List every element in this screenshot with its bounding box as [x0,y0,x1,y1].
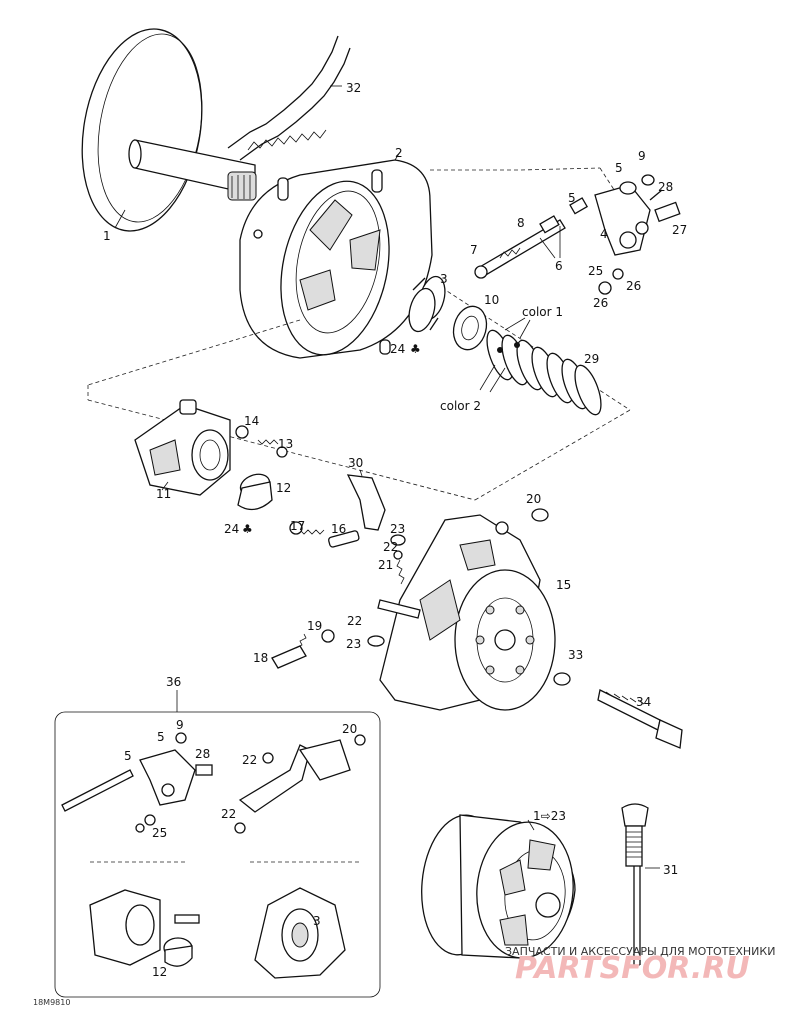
label-part-15: 15 [556,578,571,592]
kit-label-5-top: 5 [157,730,165,744]
spring-part-29 [479,317,602,416]
screw-part-13 [257,439,288,458]
washer-part-10 [452,305,488,351]
label-part-5-top: 5 [615,161,623,175]
washer-part-20 [531,508,549,522]
cam-strip-part-32 [227,35,351,161]
washer-part-14 [235,425,249,439]
label-new-housing: 1⇨23 [533,809,566,823]
label-color-2: color 2 [440,399,481,413]
label-part-3: 3 [440,272,448,286]
kit-label-25: 25 [152,826,167,840]
label-part-22-lower: 22 [347,614,362,628]
kit-label-22-top: 22 [242,753,257,767]
label-part-13: 13 [278,437,293,451]
bolt-part-31 [621,803,660,966]
kit-label-28: 28 [195,747,210,761]
label-part-6: 6 [555,259,563,273]
label-part-32: 32 [346,81,361,95]
label-part-29: 29 [584,352,599,366]
label-color-1: color 1 [522,305,563,319]
clip-part-23-upper [390,534,406,546]
label-part-22-upper: 22 [383,540,398,554]
label-part-18: 18 [253,651,268,665]
symbol-24-upper: ♣ [410,342,421,356]
label-part-16: 16 [331,522,346,536]
bushing-part-3 [408,275,446,333]
symbol-24-lower: ♣ [242,522,253,536]
bolt-part-18 [271,633,307,669]
spider-part-15 [377,514,556,711]
kit-label-9: 9 [176,718,184,732]
kit-roller-arm [61,732,213,833]
drawing-code: 18M9810 [33,998,70,1007]
label-part-14: 14 [244,414,259,428]
label-part-24-upper: 24 [390,342,405,356]
label-part-7: 7 [470,243,478,257]
fixed-sheave-part-1 [81,28,257,232]
bolt-part-34 [597,689,683,749]
kit-hub [89,889,200,967]
label-part-24-lower: 24 [224,522,239,536]
roller-arm-assembly [474,174,681,295]
label-part-11: 11 [156,487,171,501]
kit-frame-36 [54,711,381,998]
label-part-2: 2 [395,146,403,160]
kit-label-5-left: 5 [124,749,132,763]
watermark-line1: ЗАПЧАСТИ И АКСЕССУАРЫ ДЛЯ МОТОТЕХНИКИ [505,945,775,958]
label-part-26-left: 26 [593,296,608,310]
hub-part-11 [134,399,231,496]
label-part-30: 30 [348,456,363,470]
washer-part-33 [553,672,571,686]
label-part-23-upper: 23 [390,522,405,536]
kit-label-22-bottom: 22 [221,807,236,821]
label-part-12: 12 [276,481,291,495]
label-part-23-lower: 23 [346,637,361,651]
washer-part-19 [321,629,335,643]
label-part-26-right: 26 [626,279,641,293]
label-part-5-mid: 5 [568,191,576,205]
clip-part-23-lower [367,635,385,647]
label-part-21: 21 [378,558,393,572]
kit-labels: 9 5 5 28 25 20 22 22 3 12 [124,718,357,979]
part-labels: 1 32 2 3 10 24 9 5 5 28 8 4 27 7 6 25 26… [103,81,687,877]
lever-part-30 [346,469,386,531]
label-part-4: 4 [600,227,608,241]
label-part-27: 27 [672,223,687,237]
label-part-34: 34 [636,695,651,709]
label-part-36: 36 [166,675,181,689]
kit-label-3: 3 [313,914,321,928]
bushing-part-12 [237,473,273,511]
new-housing-part-23 [421,814,576,959]
label-part-10: 10 [484,293,499,307]
movable-sheave-part-2 [239,151,433,359]
kit-label-20: 20 [342,722,357,736]
pin-part-16 [328,530,360,548]
kit-sheave [254,887,346,979]
label-part-28: 28 [658,180,673,194]
label-part-8: 8 [517,216,525,230]
label-part-17: 17 [290,519,305,533]
watermark: ЗАПЧАСТИ И АКСЕССУАРЫ ДЛЯ МОТОТЕХНИКИ PA… [505,945,775,986]
label-part-25: 25 [588,264,603,278]
kit-label-12: 12 [152,965,167,979]
label-part-20: 20 [526,492,541,506]
kit-lever [234,734,366,834]
screw-part-17 [289,521,325,535]
label-part-19: 19 [307,619,322,633]
label-part-1: 1 [103,229,111,243]
label-part-31: 31 [663,863,678,877]
watermark-line2: PARTSFOR.RU [515,951,750,986]
label-part-33: 33 [568,648,583,662]
label-part-9: 9 [638,149,646,163]
screw-part-21 [393,550,405,585]
